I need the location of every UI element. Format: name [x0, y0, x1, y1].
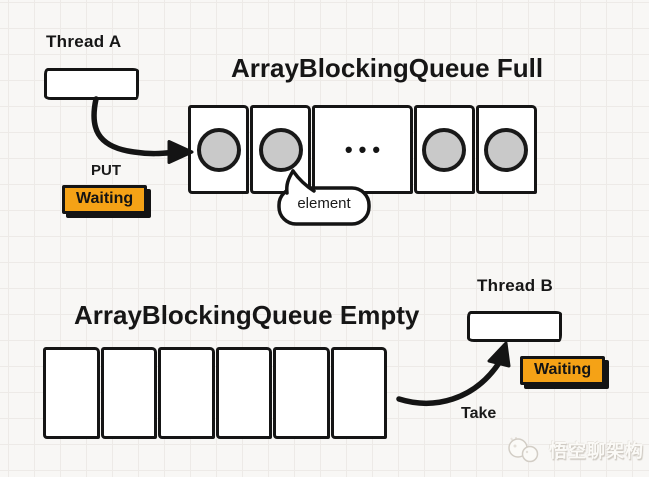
- element-callout-label: element: [297, 195, 351, 212]
- queue-cell-element: [188, 105, 250, 194]
- thread-b-box: [467, 311, 562, 342]
- watermark-logo-icon: [508, 437, 539, 463]
- watermark: 悟空聊架构: [502, 436, 644, 464]
- queue-cell-element: [250, 105, 312, 194]
- put-label: PUT: [91, 162, 121, 179]
- queue-full: •••: [188, 105, 537, 194]
- queue-cell-empty: [100, 347, 157, 439]
- thread-b-label: Thread B: [477, 276, 554, 295]
- element-circle: [484, 127, 529, 172]
- thread-a-box: [44, 68, 139, 100]
- queue-empty-title: ArrayBlockingQueue Empty: [74, 300, 420, 330]
- queue-cell-element: [413, 105, 475, 194]
- element-circle: [258, 127, 303, 172]
- queue-cell-empty: [43, 347, 100, 439]
- queue-full-title: ArrayBlockingQueue Full: [231, 53, 544, 83]
- take-label: Take: [461, 405, 497, 422]
- element-circle: [422, 127, 467, 172]
- take-arrow: [396, 341, 511, 406]
- queue-cell-empty: [330, 347, 387, 439]
- queue-cell-empty: [273, 347, 330, 439]
- queue-cell-empty: [158, 347, 215, 439]
- queue-cell-empty: [215, 347, 272, 439]
- thread-a-label: Thread A: [46, 32, 122, 51]
- queue-empty: [43, 347, 387, 439]
- queue-cell-ellipsis: •••: [312, 105, 413, 194]
- put-arrow: [91, 96, 194, 164]
- waiting-badge-a: Waiting: [62, 185, 148, 214]
- watermark-label: 悟空聊架构: [549, 441, 644, 461]
- waiting-badge-b: Waiting: [520, 356, 606, 385]
- element-circle: [196, 127, 241, 172]
- ellipsis-dots: •••: [344, 136, 387, 162]
- queue-cell-element: [475, 105, 537, 194]
